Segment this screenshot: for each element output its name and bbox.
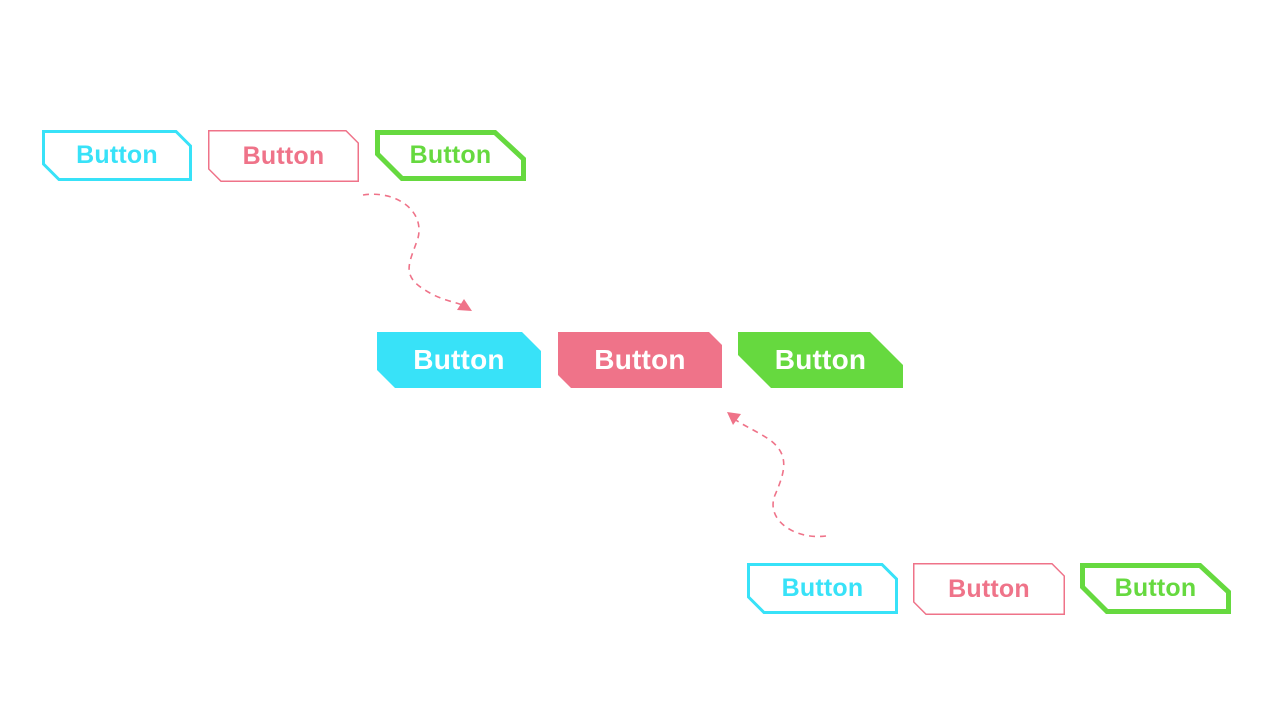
button-label: Button — [242, 141, 325, 170]
button-shape — [42, 130, 192, 181]
middle-green-filled-button[interactable]: Button — [738, 332, 903, 388]
arrow-head-bottom — [727, 412, 741, 425]
button-label: Button — [774, 344, 867, 375]
button-label: Button — [76, 141, 158, 169]
middle-pink-filled-button[interactable]: Button — [558, 332, 722, 388]
bottom-pink-outline-button[interactable]: Button — [913, 563, 1065, 615]
button-label: Button — [781, 574, 864, 602]
arrow-bottom-to-middle — [732, 417, 827, 538]
top-green-outline-button[interactable]: Button — [375, 130, 526, 181]
arrow-head-top — [457, 299, 472, 311]
button-shape — [747, 563, 898, 614]
button-label: Button — [594, 344, 686, 375]
button-shape — [208, 130, 359, 182]
bottom-green-outline-button[interactable]: Button — [1080, 563, 1231, 614]
button-shape — [375, 130, 526, 181]
button-shape — [1080, 563, 1231, 614]
button-shape — [558, 332, 722, 388]
bottom-cyan-outline-button[interactable]: Button — [747, 563, 898, 614]
button-shape — [913, 563, 1065, 615]
arrow-top-to-middle — [362, 193, 467, 307]
button-label: Button — [948, 574, 1030, 603]
middle-cyan-filled-button[interactable]: Button — [377, 332, 541, 388]
button-label: Button — [1114, 574, 1197, 602]
button-shape — [738, 332, 903, 388]
button-shape — [377, 332, 541, 388]
top-cyan-outline-button[interactable]: Button — [42, 130, 192, 181]
top-pink-outline-button[interactable]: Button — [208, 130, 359, 182]
button-label: Button — [409, 141, 492, 169]
button-label: Button — [413, 344, 505, 375]
